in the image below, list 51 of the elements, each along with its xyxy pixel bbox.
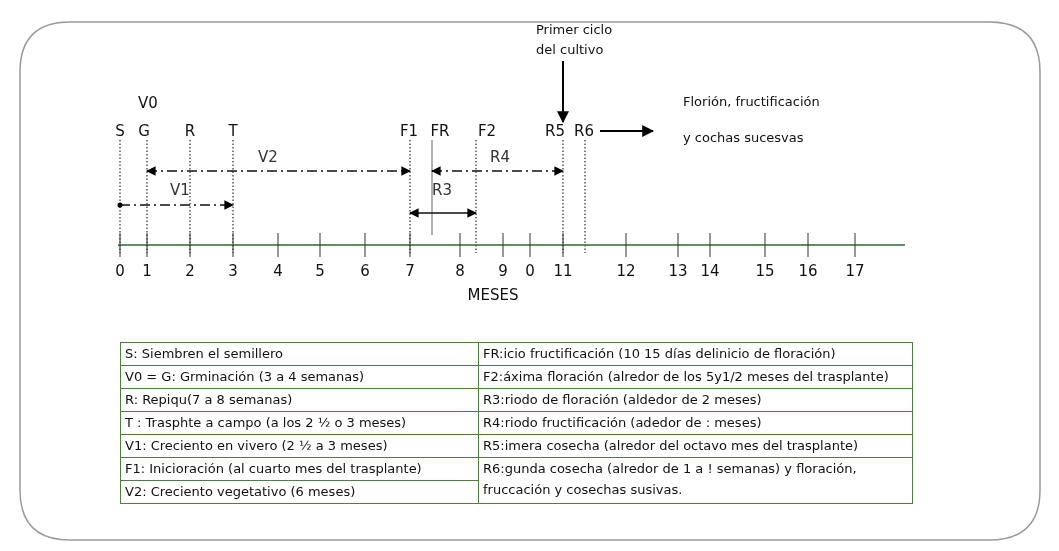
- tick-label: 13: [668, 263, 688, 279]
- legend-text: R3:riodo de floración (aldedor de 2 meses): [479, 389, 913, 412]
- stage-label: R6: [574, 123, 594, 139]
- stage-label: FR: [430, 123, 450, 139]
- phase-label: V0: [138, 95, 158, 111]
- tick-label: 5: [315, 263, 325, 279]
- annotation-text: Primer ciclo del cultivo: [536, 21, 614, 59]
- tick-label: 7: [405, 263, 415, 279]
- legend-text: R4:riodo fructificación (adedor de : meses): [479, 412, 913, 435]
- stage-label: F1: [399, 123, 419, 139]
- note-text: y cochas sucesvas: [683, 128, 805, 147]
- tick-label: 0: [525, 263, 535, 279]
- tick-label: 6: [360, 263, 370, 279]
- tick-label: 17: [845, 263, 865, 279]
- note-text: Florión, fructificación: [683, 93, 820, 111]
- stage-label: S: [115, 123, 125, 139]
- tick-label: 4: [273, 263, 283, 279]
- axis-title: MESES: [467, 287, 519, 303]
- tick-label: 11: [553, 263, 573, 279]
- stage-label: R5: [545, 123, 565, 139]
- legend-text: R6:gunda cosecha (alredor de 1 a ! semanas) y floración, fruccación y cosechas susivas.: [479, 458, 913, 504]
- tick-label: 1: [142, 263, 152, 279]
- tick-label: 9: [498, 263, 508, 279]
- period-label: R4: [490, 149, 510, 165]
- tick-label: 3: [228, 263, 238, 279]
- legend-text: V0 = G: Grminación (3 a 4 semanas): [121, 366, 479, 389]
- legend-text: FR:icio fructificación (10 15 días delinicio de floración): [479, 343, 913, 366]
- stage-label: T: [228, 123, 238, 139]
- legend-text: S: Siembren el semillero: [121, 343, 479, 366]
- stage-label: R: [184, 123, 196, 139]
- tick-label: 8: [455, 263, 465, 279]
- tick-label: 12: [616, 263, 636, 279]
- stage-label: F2: [477, 123, 497, 139]
- tick-label: 2: [185, 263, 195, 279]
- tick-label: 14: [700, 263, 720, 279]
- legend-text: R5:imera cosecha (alredor del octavo mes del trasplante): [479, 435, 913, 458]
- legend-text: T : Trasphte a campo (a los 2 ½ o 3 meses): [121, 412, 479, 435]
- legend-text: V1: Creciento en vivero (2 ½ a 3 meses): [121, 435, 479, 458]
- legend-text: V2: Creciento vegetativo (6 meses): [121, 481, 479, 504]
- stage-label: G: [138, 123, 150, 139]
- tick-label: 16: [798, 263, 818, 279]
- period-label: V1: [170, 182, 190, 198]
- period-label: V2: [258, 149, 278, 165]
- arrow: [598, 125, 655, 137]
- legend-text: R: Repiqu(7 a 8 semanas): [121, 389, 479, 412]
- tick-label: 0: [115, 263, 125, 279]
- arrow: [557, 60, 569, 124]
- legend-text: F1: Inicioración (al cuarto mes del trasplante): [121, 458, 479, 481]
- period-label: R3: [432, 182, 452, 198]
- tick-label: 15: [755, 263, 775, 279]
- legend-text: F2:áxima floración (alredor de los 5y1/2 meses del trasplante): [479, 366, 913, 389]
